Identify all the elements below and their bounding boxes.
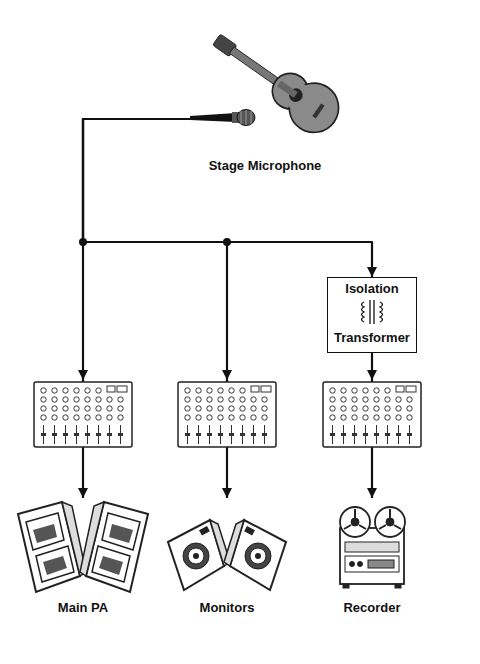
node-label: Recorder [343,600,400,616]
junction-dot [223,238,231,246]
arrowhead [78,370,377,380]
microphone-source: Stage Microphone [190,22,340,174]
microphone [190,110,255,126]
speaker-group: Main PA [8,498,158,616]
acoustic-guitar [202,19,348,142]
monitor-group: Monitors [162,498,292,616]
node-label: Main PA [58,600,108,616]
mixing-console [178,382,276,447]
pa-speaker [18,502,148,592]
recorder-group: Recorder [317,498,427,616]
junction-dot [79,238,87,246]
node-label: Monitors [200,600,255,616]
node-label: Isolation [345,281,398,297]
signal-wire [83,119,372,277]
transformer-symbol [362,300,383,324]
transformer-box: IsolationTransformer [327,277,417,353]
mixing-console [34,382,132,447]
node-label: Stage Microphone [209,158,322,174]
mixing-console [323,382,421,447]
node-label: Transformer [334,330,410,346]
stage-monitor [168,520,286,590]
tape-recorder [340,507,405,588]
